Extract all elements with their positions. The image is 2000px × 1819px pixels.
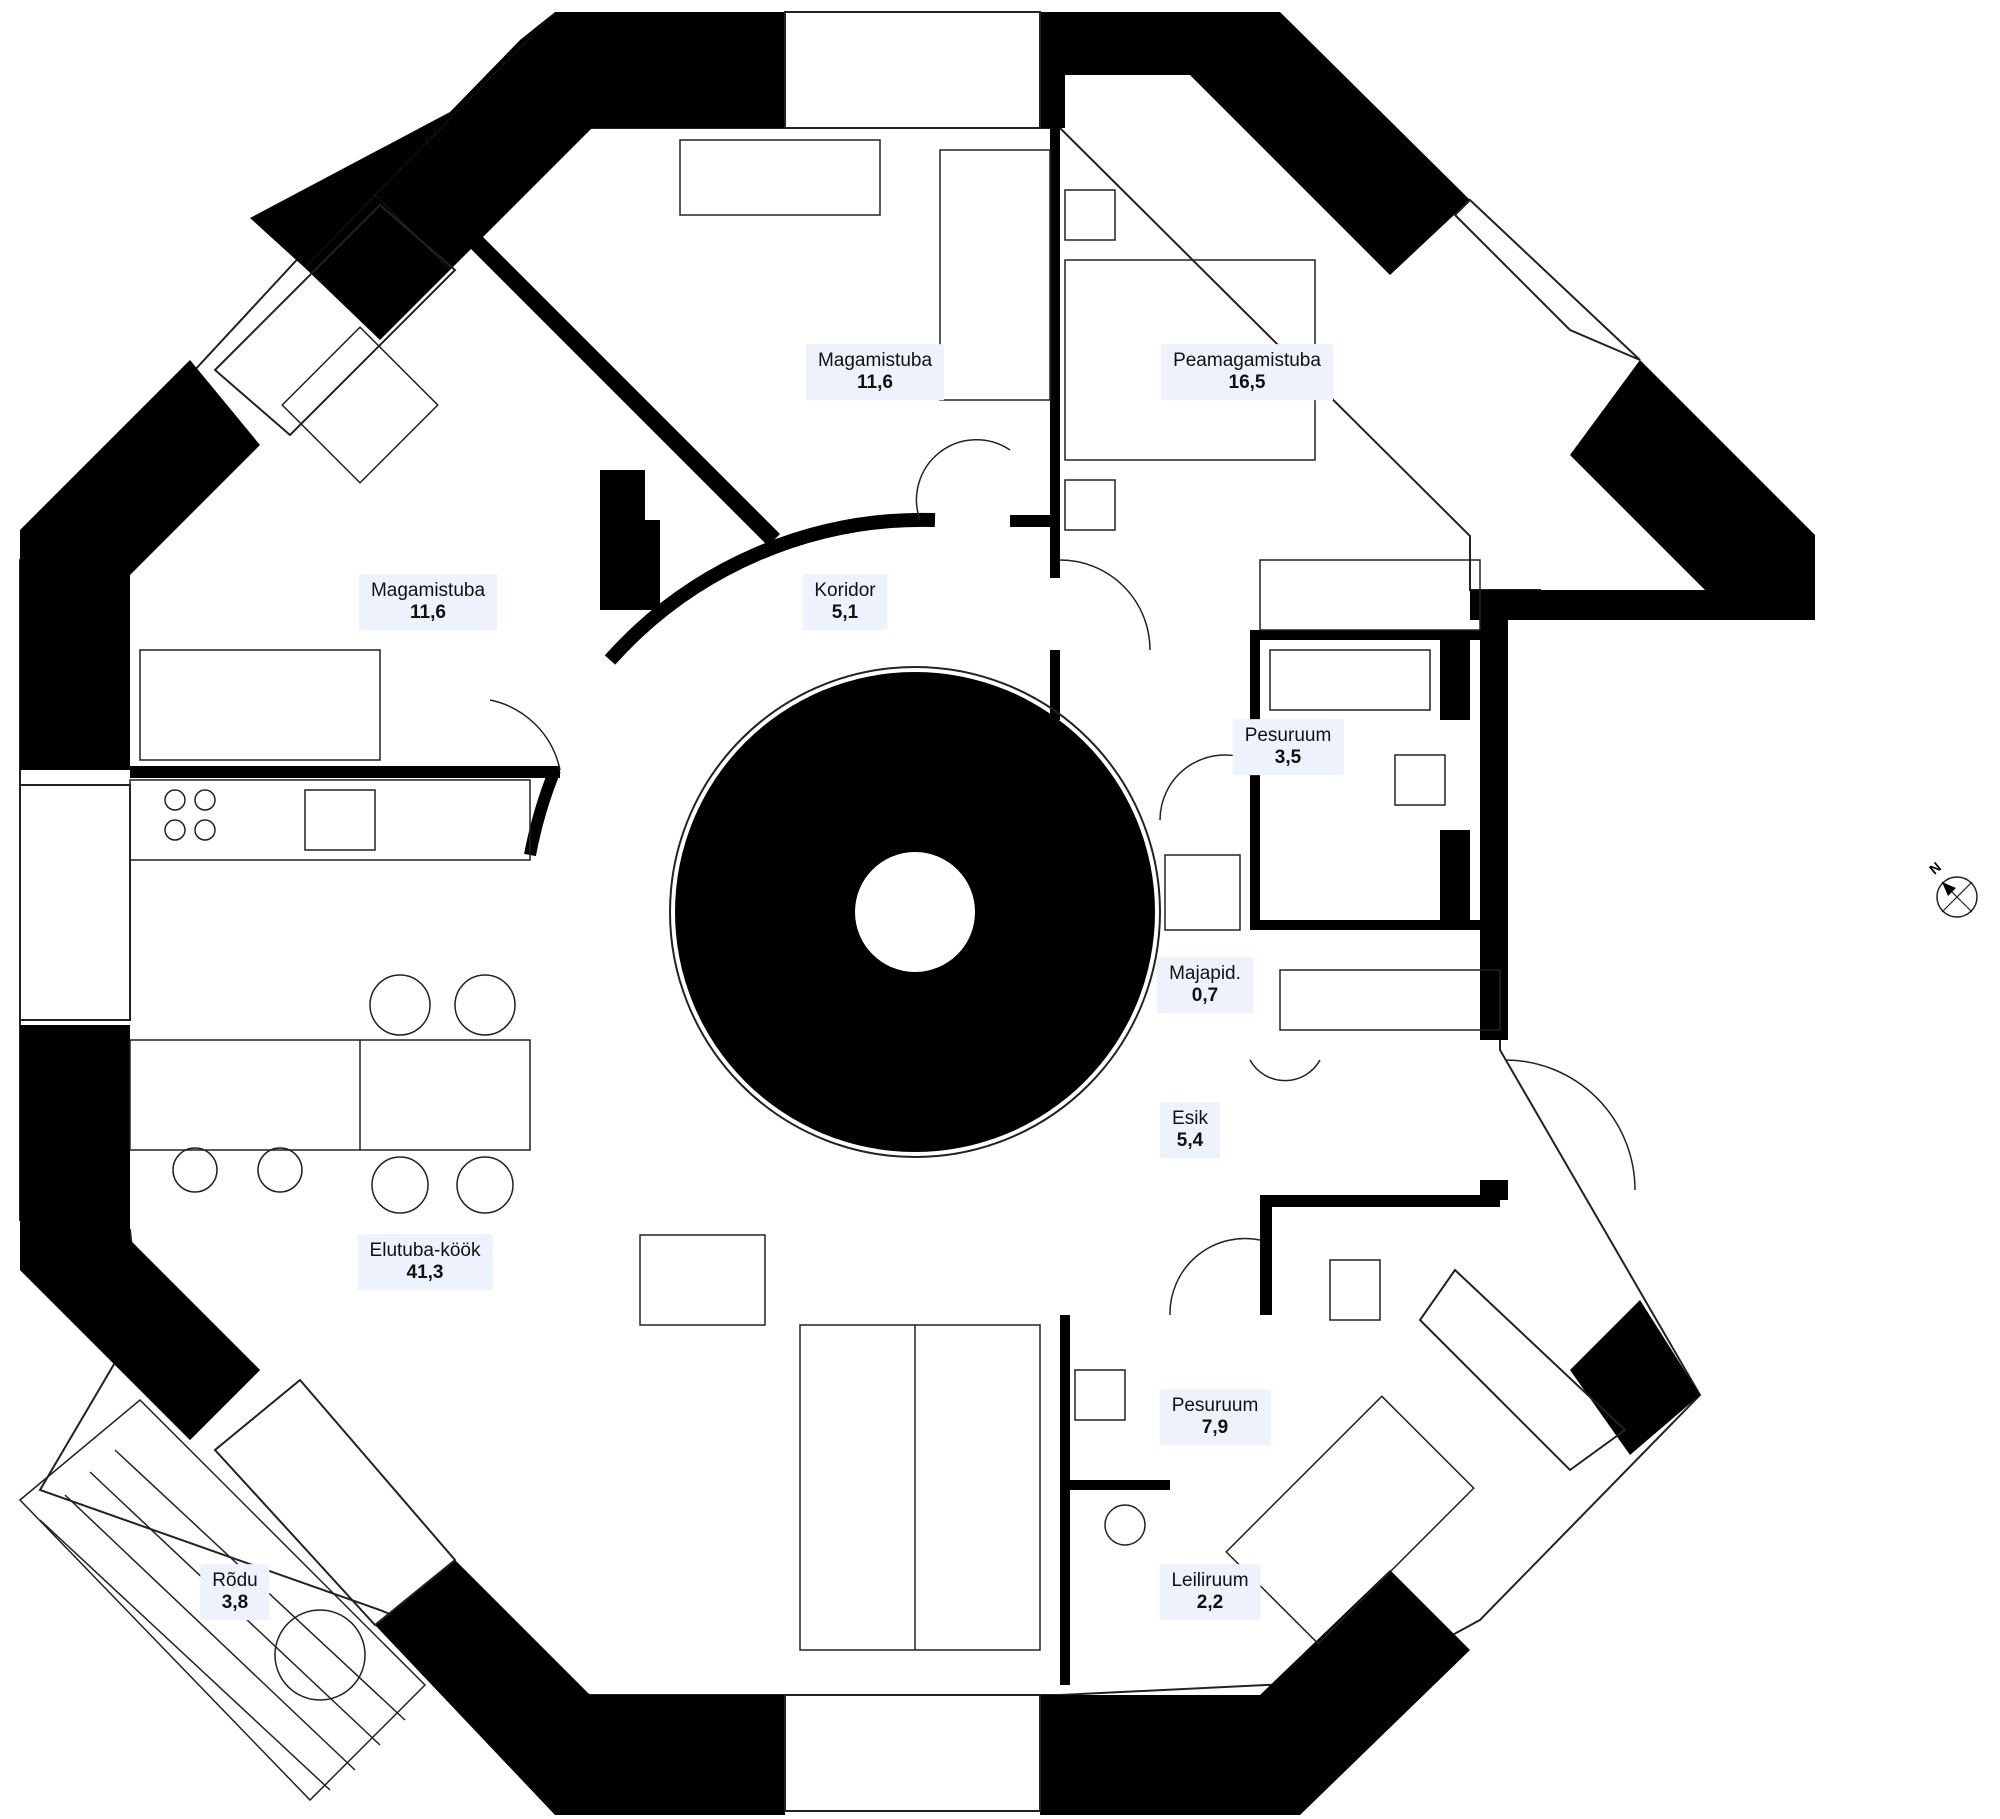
room-name: Koridor <box>814 580 876 602</box>
exterior-walls <box>20 12 1815 1815</box>
room-area: 2,2 <box>1196 1592 1224 1613</box>
room-label-koridor: Koridor 5,1 <box>802 574 888 630</box>
room-name: Esik <box>1172 1108 1208 1130</box>
room-name: Magamistuba <box>817 350 933 372</box>
compass-circle <box>1936 876 1978 918</box>
windows <box>19 11 1641 1812</box>
room-name: Rõdu <box>212 1570 258 1592</box>
room-area: 16,5 <box>1228 372 1266 393</box>
kitchen-curved-wall <box>524 767 561 857</box>
room-area: 3,5 <box>1274 747 1302 768</box>
room-label-magamistuba-left: Magamistuba 11,6 <box>358 574 498 630</box>
room-area: 7,9 <box>1201 1417 1229 1438</box>
room-area: 41,3 <box>406 1262 444 1283</box>
room-label-majapid: Majapid. 0,7 <box>1157 957 1253 1013</box>
room-area: 0,7 <box>1191 985 1219 1006</box>
room-area: 11,6 <box>410 602 446 623</box>
room-name: Elutuba-köök <box>369 1240 481 1262</box>
room-name: Magamistuba <box>370 580 486 602</box>
room-area: 5,1 <box>831 602 859 623</box>
room-name: Pesuruum <box>1171 1395 1259 1417</box>
room-label-peamagamistuba: Peamagamistuba 16,5 <box>1161 344 1333 400</box>
room-name: Pesuruum <box>1244 725 1332 747</box>
room-name: Peamagamistuba <box>1173 350 1321 372</box>
central-core-outer-ring <box>669 666 1161 1158</box>
room-label-pesuruum-large: Pesuruum 7,9 <box>1159 1389 1271 1445</box>
room-label-esik: Esik 5,4 <box>1160 1102 1220 1158</box>
room-name: Leiliruum <box>1171 1570 1249 1592</box>
interior-walls <box>130 128 1500 1685</box>
room-label-magamistuba-top: Magamistuba 11,6 <box>805 344 945 400</box>
room-area: 3,8 <box>221 1592 249 1613</box>
furniture <box>129 139 1501 1651</box>
central-core-hole <box>855 852 975 972</box>
room-name: Majapid. <box>1169 963 1241 985</box>
room-label-rodu: Rõdu 3,8 <box>200 1564 270 1620</box>
room-area: 11,6 <box>857 372 893 393</box>
room-label-elutuba-kook: Elutuba-köök 41,3 <box>357 1234 493 1290</box>
room-label-pesuruum-small: Pesuruum 3,5 <box>1232 719 1344 775</box>
room-label-leiliruum: Leiliruum 2,2 <box>1159 1564 1261 1620</box>
room-area: 5,4 <box>1176 1130 1204 1151</box>
corridor-curved-wall <box>604 512 936 665</box>
